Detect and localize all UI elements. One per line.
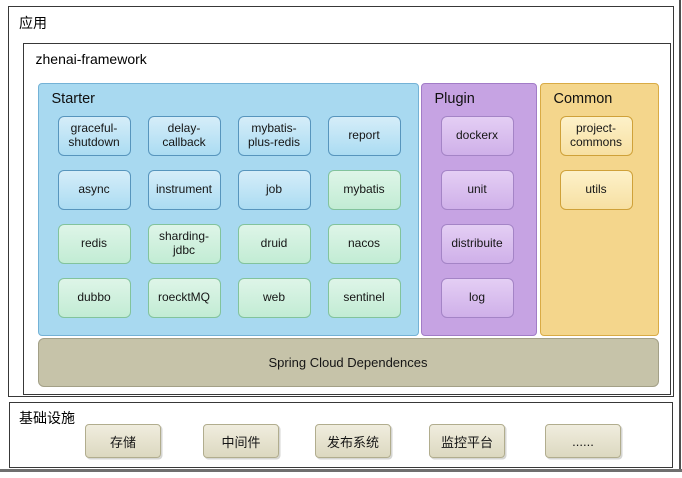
- section-common-header: Common: [553, 90, 613, 107]
- box-sharding-jdbc: sharding-jdbc: [147, 223, 221, 264]
- box-redis: redis: [57, 223, 131, 264]
- box-dockerx: dockerx: [440, 115, 514, 156]
- box-mybatis-plus-redis: mybatis-plus-redis: [237, 115, 311, 156]
- infra-item-middleware: 中间件: [203, 424, 279, 458]
- application-box: 应用 zhenai-framework Starter graceful-shu…: [8, 6, 674, 397]
- box-instrument: instrument: [147, 169, 221, 210]
- infra-item-monitoring: 监控平台: [429, 424, 505, 458]
- box-async: async: [57, 169, 131, 210]
- box-graceful-shutdown: graceful-shutdown: [57, 115, 131, 156]
- section-starter: Starter graceful-shutdown delay-callback…: [37, 82, 419, 336]
- box-job: job: [237, 169, 311, 210]
- section-plugin-header: Plugin: [434, 90, 475, 107]
- box-nacos: nacos: [327, 223, 401, 264]
- box-dubbo: dubbo: [57, 277, 131, 318]
- section-plugin: Plugin dockerx unit distribuite log: [420, 82, 537, 336]
- framework-box: zhenai-framework Starter graceful-shutdo…: [22, 42, 671, 395]
- window-bottom-edge: [0, 469, 682, 472]
- box-mybatis: mybatis: [327, 169, 401, 210]
- application-label: 应用: [19, 15, 47, 31]
- framework-label: zhenai-framework: [35, 50, 147, 67]
- box-sentinel: sentinel: [327, 277, 401, 318]
- box-log: log: [440, 277, 514, 318]
- section-common: Common project-commons utils: [539, 82, 659, 336]
- common-grid: project-commons utils: [559, 115, 633, 210]
- infrastructure-box: 基础设施 存储 中间件 发布系统 监控平台 ......: [9, 402, 673, 468]
- box-unit: unit: [440, 169, 514, 210]
- section-starter-header: Starter: [51, 90, 96, 107]
- window-right-edge: [679, 0, 681, 471]
- box-report: report: [327, 115, 401, 156]
- box-distribuite: distribuite: [440, 223, 514, 264]
- infrastructure-label: 基础设施: [19, 410, 75, 426]
- box-web: web: [237, 277, 311, 318]
- box-project-commons: project-commons: [559, 115, 633, 156]
- box-roecktmq: roecktMQ: [147, 277, 221, 318]
- box-delay-callback: delay-callback: [147, 115, 221, 156]
- infra-item-storage: 存储: [85, 424, 161, 458]
- infra-item-ellipsis: ......: [545, 424, 621, 458]
- starter-grid: graceful-shutdown delay-callback mybatis…: [57, 115, 401, 318]
- plugin-grid: dockerx unit distribuite log: [440, 115, 514, 318]
- spring-cloud-dependences-bar: Spring Cloud Dependences: [37, 337, 659, 387]
- box-druid: druid: [237, 223, 311, 264]
- infra-item-release: 发布系统: [315, 424, 391, 458]
- box-utils: utils: [559, 169, 633, 210]
